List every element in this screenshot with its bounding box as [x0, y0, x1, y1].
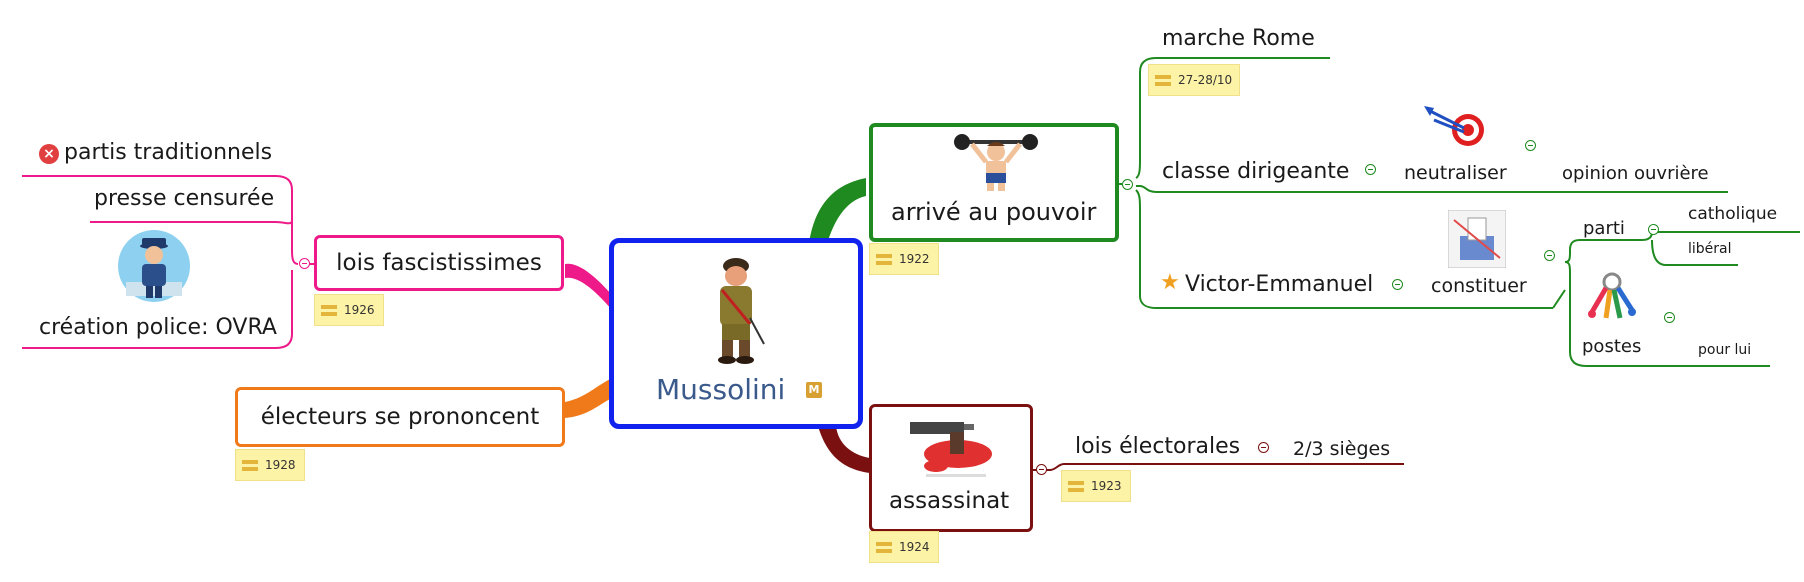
mussolini-figure-icon: [718, 258, 765, 364]
subtopic-creation-police-ovra[interactable]: création police: OVRA: [39, 315, 277, 340]
topic-label: électeurs se prononcent: [260, 404, 540, 430]
collapse-toggle-icon[interactable]: [1365, 164, 1376, 175]
ballot-box-icon: [1448, 210, 1506, 268]
connector-pink: [565, 263, 612, 310]
subtopic-neutraliser[interactable]: neutraliser: [1404, 162, 1507, 184]
note-date: 1922: [899, 252, 930, 266]
subtopic-marche-rome[interactable]: marche Rome: [1162, 26, 1315, 51]
collapse-toggle-icon[interactable]: [1122, 179, 1133, 190]
topic-electeurs[interactable]: électeurs se prononcent: [235, 387, 565, 447]
collapse-toggle-icon[interactable]: [299, 258, 310, 269]
subtopic-catholique[interactable]: catholique: [1688, 204, 1778, 224]
central-topic-title: Mussolini: [656, 373, 786, 406]
topic-label-assassinat: assassinat: [889, 488, 1010, 514]
gun-blood-icon: [910, 422, 992, 477]
date-note-1924[interactable]: 1924: [869, 531, 939, 563]
note-icon: [1068, 480, 1084, 492]
collapse-toggle-icon[interactable]: [1525, 140, 1536, 151]
collapse-toggle-icon[interactable]: [1392, 279, 1403, 290]
subtopic-opinion-ouvriere[interactable]: opinion ouvrière: [1562, 163, 1709, 184]
subtopic-lois-electorales[interactable]: lois électorales: [1075, 434, 1241, 459]
cross-mark-icon: ×: [39, 144, 59, 164]
star-icon: ★: [1160, 270, 1180, 295]
date-note-1922[interactable]: 1922: [869, 243, 939, 275]
topic-lois-fascistissimes[interactable]: lois fascistissimes: [314, 235, 564, 291]
subtopic-2-3-sieges[interactable]: 2/3 sièges: [1293, 438, 1391, 460]
policeman-icon: [118, 230, 190, 302]
subtopic-presse-censuree[interactable]: presse censurée: [94, 186, 275, 211]
subtopic-classe-dirigeante[interactable]: classe dirigeante: [1162, 159, 1350, 184]
collapse-toggle-icon[interactable]: [1544, 250, 1555, 261]
connector-orange: [565, 378, 612, 418]
note-date: 1928: [265, 458, 296, 472]
note-icon: [876, 253, 892, 265]
subtopic-partis-traditionnels[interactable]: partis traditionnels: [64, 140, 273, 165]
note-date: 27-28/10: [1178, 73, 1233, 87]
keys-icon: [1588, 272, 1636, 319]
note-date: 1926: [344, 303, 375, 317]
note-date: 1923: [1091, 479, 1122, 493]
note-icon: [1155, 74, 1171, 86]
collapse-toggle-icon[interactable]: [1258, 442, 1269, 453]
date-note-1928[interactable]: 1928: [235, 449, 305, 481]
subtopic-victor-emmanuel[interactable]: Victor-Emmanuel: [1185, 272, 1374, 297]
topic-label-pouvoir: arrivé au pouvoir: [891, 198, 1097, 226]
date-note-1926[interactable]: 1926: [314, 294, 384, 326]
date-note-27-28-10[interactable]: 27-28/10: [1148, 64, 1240, 96]
subtopic-parti[interactable]: parti: [1583, 218, 1625, 239]
note-date: 1924: [899, 540, 930, 554]
strongman-icon: [954, 134, 1038, 191]
collapse-toggle-icon[interactable]: [1664, 312, 1675, 323]
connector-darkred: [818, 426, 870, 473]
subtopic-constituer[interactable]: constituer: [1431, 275, 1527, 297]
collapse-toggle-icon[interactable]: [1648, 224, 1659, 235]
subtopic-postes[interactable]: postes: [1582, 336, 1642, 357]
target-darts-icon: [1424, 106, 1484, 146]
subtopic-pour-lui[interactable]: pour lui: [1698, 342, 1752, 358]
marker-badge-icon: M: [806, 382, 822, 398]
note-icon: [876, 541, 892, 553]
note-icon: [321, 304, 337, 316]
connector-green: [808, 178, 866, 252]
subtopic-liberal[interactable]: libéral: [1688, 241, 1732, 257]
collapse-toggle-icon[interactable]: [1036, 464, 1047, 475]
topic-label: lois fascistissimes: [336, 250, 542, 276]
note-icon: [242, 459, 258, 471]
date-note-1923[interactable]: 1923: [1061, 470, 1131, 502]
